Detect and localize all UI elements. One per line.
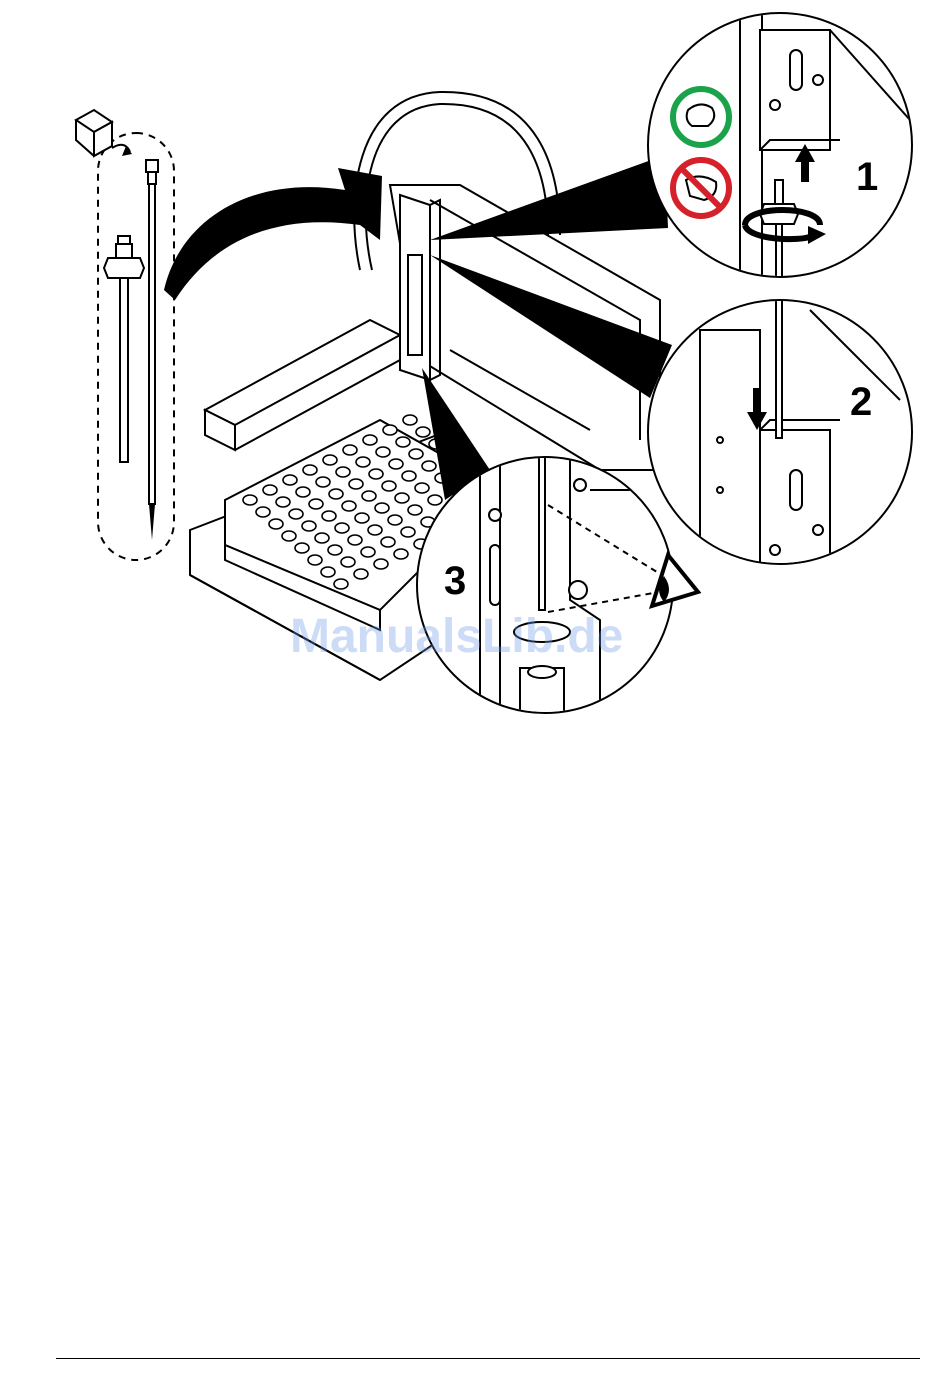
tray-hole (309, 499, 323, 509)
tray-hole (361, 547, 375, 557)
tray-hole (374, 559, 388, 569)
tray-hole (415, 483, 429, 493)
tray-hole (381, 537, 395, 547)
tray-hole (343, 445, 357, 455)
tray-hole (263, 485, 277, 495)
needle-icon (146, 160, 158, 540)
tray-hole (315, 533, 329, 543)
tray-hole (369, 469, 383, 479)
tray-hole (401, 527, 415, 537)
tray-hole (321, 567, 335, 577)
tray-hole (362, 491, 376, 501)
hand-forbidden-icon (673, 160, 729, 216)
hand-ok-icon (673, 89, 729, 145)
box-icon (76, 110, 132, 156)
detail-circle-2: 2 (648, 300, 912, 580)
tray-hole (342, 501, 356, 511)
tray-hole (408, 505, 422, 515)
tray-hole (402, 471, 416, 481)
tray-hole (348, 535, 362, 545)
tray-hole (289, 509, 303, 519)
tray-hole (322, 511, 336, 521)
tray-hole (355, 513, 369, 523)
tray-hole (349, 479, 363, 489)
tray-hole (334, 579, 348, 589)
tray-hole (335, 523, 349, 533)
tray-hole (356, 457, 370, 467)
tray-hole (428, 495, 442, 505)
spare-parts-group (76, 110, 174, 560)
tray-hole (302, 521, 316, 531)
tray-hole (243, 495, 257, 505)
tray-hole (296, 487, 310, 497)
tray-hole (269, 519, 283, 529)
nut-needle-icon (104, 236, 144, 462)
detail-circle-1: 1 (648, 10, 912, 300)
tray-hole (308, 555, 322, 565)
tray-hole (276, 497, 290, 507)
tray-hole (403, 415, 417, 425)
insert-arrow (164, 168, 382, 300)
autosampler-needle-installation-figure: 1 2 (0, 0, 950, 740)
tray-hole (323, 455, 337, 465)
footer-rule (56, 1358, 920, 1359)
tray-hole (395, 493, 409, 503)
tray-hole (328, 545, 342, 555)
tray-hole (282, 531, 296, 541)
tray-hole (303, 465, 317, 475)
tray-hole (368, 525, 382, 535)
tray-hole (388, 515, 402, 525)
tray-hole (394, 549, 408, 559)
tray-hole (383, 425, 397, 435)
tray-hole (376, 447, 390, 457)
tray-hole (409, 449, 423, 459)
tray-hole (283, 475, 297, 485)
tray-hole (389, 459, 403, 469)
tray-hole (295, 543, 309, 553)
step-number-2: 2 (850, 380, 872, 424)
tray-hole (375, 503, 389, 513)
tray-hole (354, 569, 368, 579)
tray-hole (363, 435, 377, 445)
tray-hole (396, 437, 410, 447)
tray-hole (382, 481, 396, 491)
tray-hole (316, 477, 330, 487)
tray-hole (256, 507, 270, 517)
tray-hole (422, 461, 436, 471)
watermark: ManualsLib.de (290, 610, 623, 663)
step-number-3: 3 (444, 559, 466, 603)
tray-hole (329, 489, 343, 499)
tray-hole (341, 557, 355, 567)
tray-hole (336, 467, 350, 477)
step-number-1: 1 (856, 155, 878, 199)
tray-hole (416, 427, 430, 437)
